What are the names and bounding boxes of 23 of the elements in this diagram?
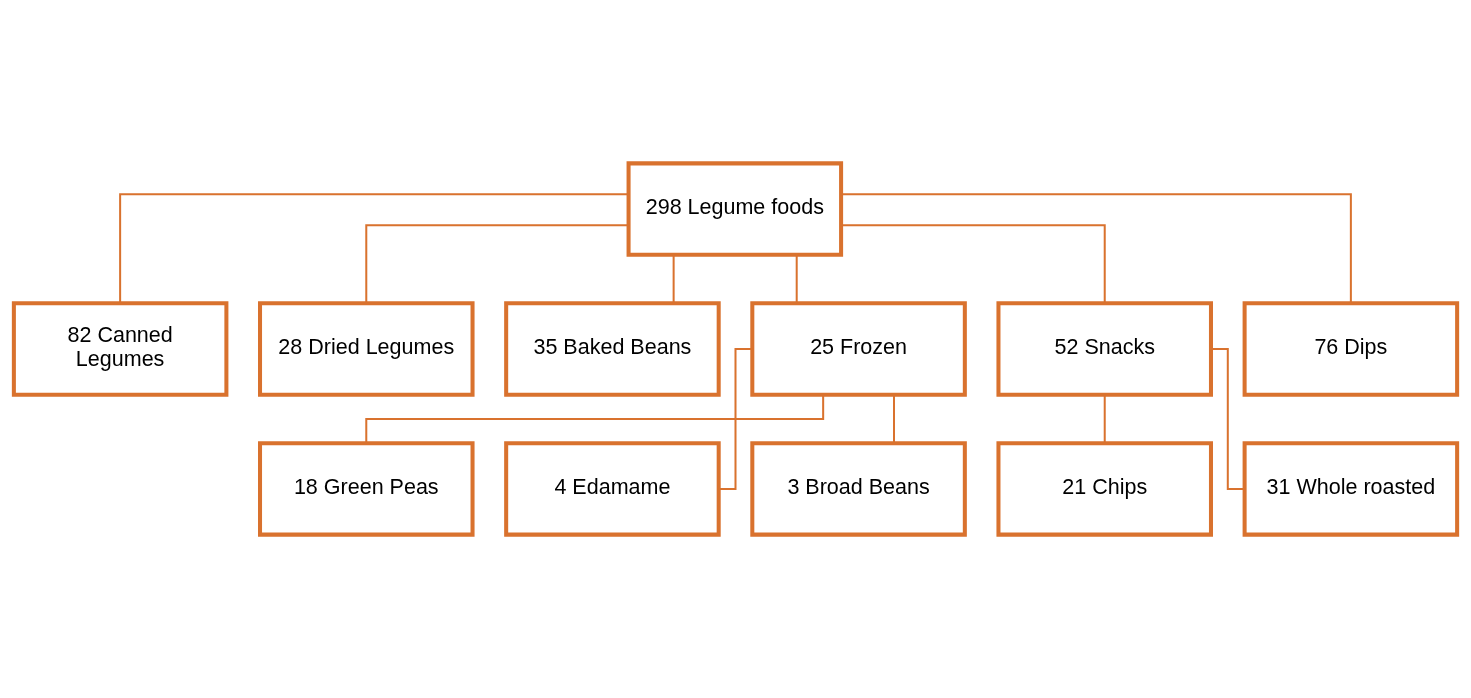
node-box: 28 Dried Legumes [258, 301, 475, 397]
node-box: 4 Edamame [504, 441, 721, 537]
node-box: 82 Canned Legumes [11, 301, 229, 397]
node-box: 3 Broad Beans [750, 441, 967, 537]
connector [795, 254, 798, 304]
node-box: 76 Dips [1242, 301, 1460, 397]
node-box: 35 Baked Beans [504, 301, 721, 397]
connector [841, 224, 1106, 303]
connector [1211, 348, 1245, 490]
connector [672, 254, 675, 304]
connector [365, 224, 629, 303]
node-box: 25 Frozen [750, 301, 967, 397]
connector [718, 348, 753, 490]
connector [893, 394, 895, 443]
node-box: 298 Legume foods [626, 161, 844, 257]
connector [1103, 394, 1106, 443]
connector [365, 394, 825, 443]
node-box: 18 Green Peas [258, 441, 475, 537]
node-box: 52 Snacks [996, 301, 1213, 397]
node-box: 31 Whole roasted [1242, 441, 1460, 537]
node-box: 21 Chips [996, 441, 1213, 537]
connector [119, 193, 629, 303]
connector [841, 193, 1352, 303]
